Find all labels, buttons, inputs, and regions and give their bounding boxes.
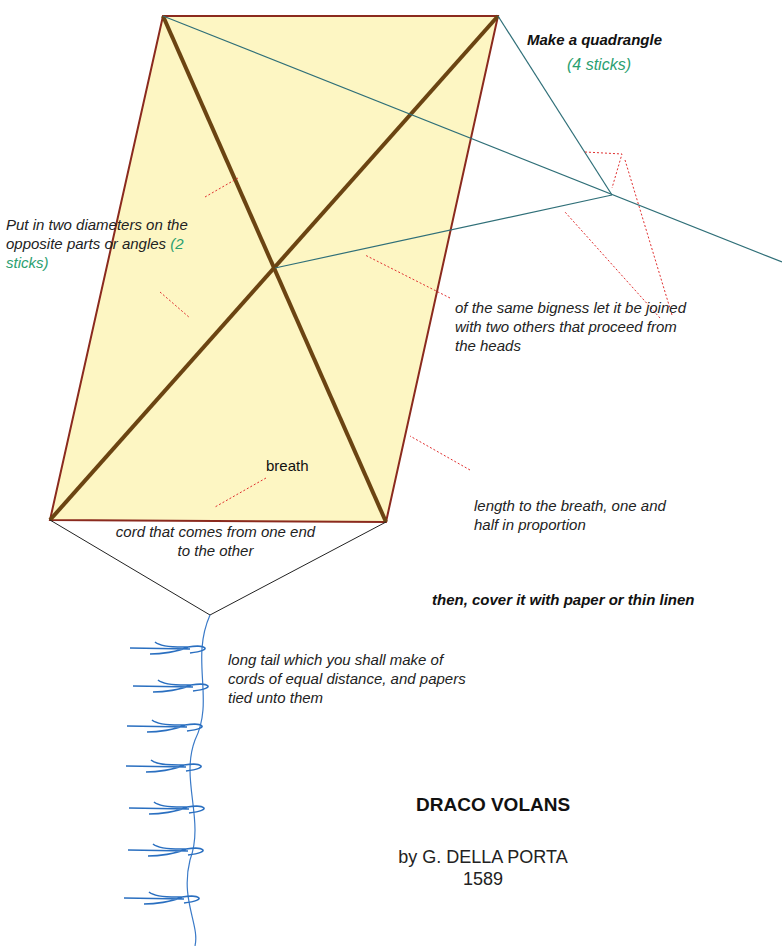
instruction-note: Put in two diameters on the opposite par…	[6, 216, 188, 252]
instruction-note: then, cover it with paper or thin linen	[432, 590, 695, 609]
instruction-heading: Make a quadrangle	[527, 30, 662, 49]
year: 1589	[398, 870, 568, 889]
paper-tie	[128, 844, 203, 856]
diagonal-stick	[50, 16, 498, 520]
author: by G. DELLA PORTA	[398, 848, 568, 867]
paper-tie	[133, 680, 208, 692]
instruction-note: long tail which you shall make of cords …	[228, 650, 473, 707]
paper-tie	[130, 642, 205, 654]
paper-tie	[126, 760, 201, 772]
instruction-note: of the same bigness let it be joined wit…	[455, 298, 687, 355]
cord	[50, 520, 386, 615]
paper-tie	[129, 802, 204, 814]
paper-tie	[127, 720, 202, 732]
paper-tie	[124, 892, 199, 904]
bridle-line	[275, 195, 612, 268]
title: DRACO VOLANS	[416, 795, 570, 814]
instruction-note: cord that comes from one end to the othe…	[108, 522, 323, 560]
instruction-note: length to the breath, one and half in pr…	[474, 496, 674, 534]
note-group: Put in two diameters on the opposite par…	[6, 215, 191, 272]
part-name: breath	[266, 456, 309, 475]
kite-quadrangle	[50, 16, 498, 522]
tail-papers	[124, 642, 208, 904]
stick-count: (4 sticks)	[567, 55, 631, 74]
